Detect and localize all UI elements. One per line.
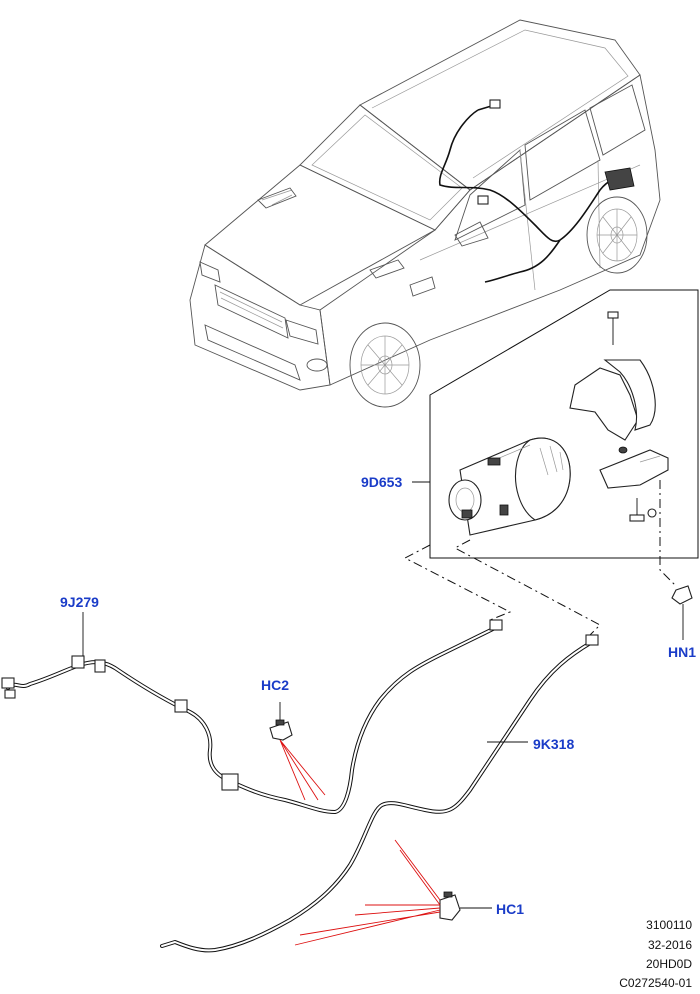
callout-front-pipe[interactable]: 9J279 [60,594,99,610]
reference-line-2: 32-2016 [647,938,692,952]
rear-vent-pipe [160,634,599,953]
callout-clip-lower[interactable]: HC1 [496,901,525,917]
nut-part [671,585,693,640]
canister-detail-frame [412,289,699,559]
callout-rear-pipe[interactable]: 9K318 [533,736,575,752]
clip-hc2-part [269,702,326,801]
vehicle-illustration [189,19,661,408]
callout-canister[interactable]: 9D653 [361,474,403,490]
connection-dashes [403,480,676,636]
reference-line-4: C0272540-01 [619,976,692,990]
callout-nut[interactable]: HN1 [668,644,697,660]
evap-canister [448,437,571,536]
canister-bracket [569,311,669,522]
reference-line-3: 20HD0D [645,957,692,971]
reference-line-1: 3100110 [646,918,692,932]
clip-hc1-part [294,839,492,946]
front-vent-pipe [1,612,503,814]
callout-clip-upper[interactable]: HC2 [261,677,290,693]
